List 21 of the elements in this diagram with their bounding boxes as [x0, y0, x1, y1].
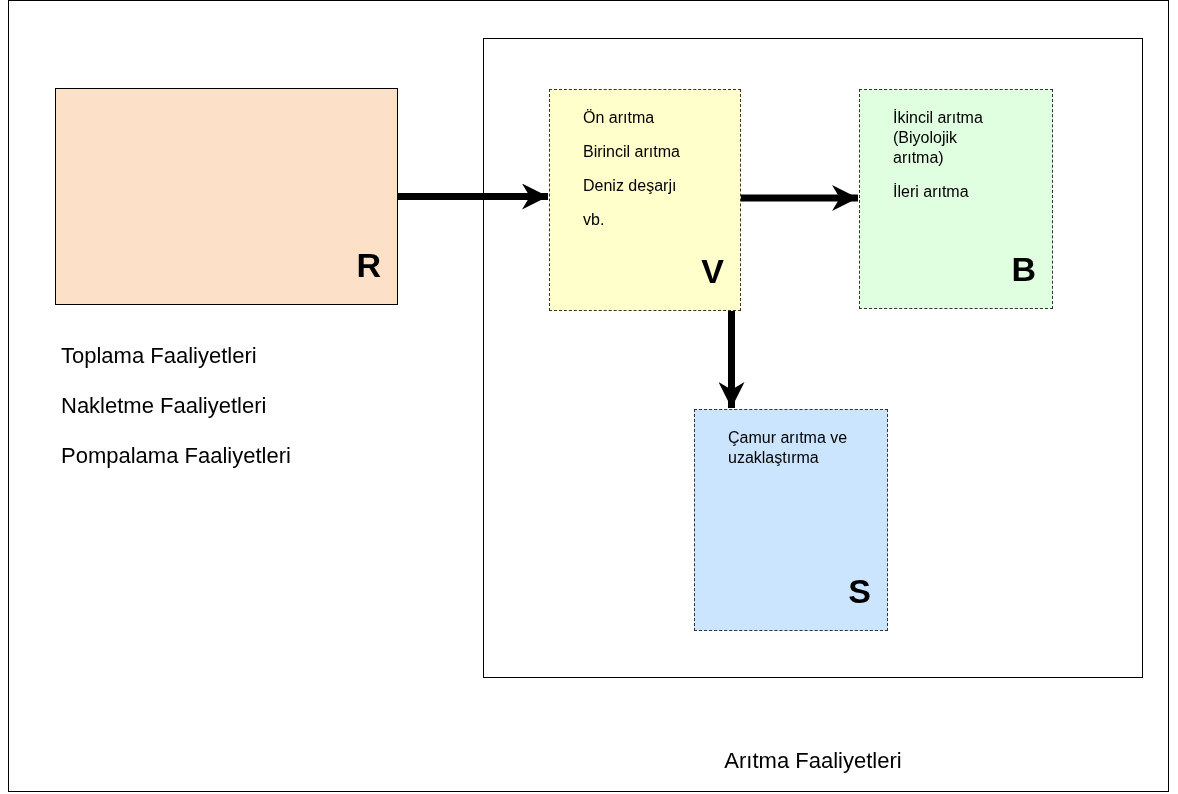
box-text: Birincil arıtma: [583, 142, 680, 162]
process-box: [859, 89, 1053, 309]
box-text: İleri arıtma: [893, 182, 969, 202]
process-box: [549, 89, 741, 311]
box-text: Ön arıtma: [583, 108, 655, 128]
caption-text: Arıtma Faaliyetleri: [724, 747, 902, 774]
caption-text: Toplama Faaliyetleri: [61, 342, 257, 369]
process-box: [694, 409, 888, 631]
box-letter: V: [701, 254, 724, 288]
box-letter: S: [848, 574, 871, 608]
box-text: Deniz deşarjı: [583, 176, 677, 196]
box-text: Çamur arıtma ve uzaklaştırma: [728, 428, 848, 468]
caption-text: Pompalama Faaliyetleri: [61, 442, 291, 469]
arrow: [740, 185, 858, 211]
box-text: vb.: [583, 210, 605, 230]
caption-text: Nakletme Faaliyetleri: [61, 392, 267, 419]
box-text: İkincil arıtma (Biyolojik arıtma): [893, 108, 984, 168]
box-letter: B: [1011, 252, 1036, 286]
box-letter: R: [356, 248, 381, 282]
arrow: [398, 183, 548, 210]
arrow: [718, 310, 745, 408]
